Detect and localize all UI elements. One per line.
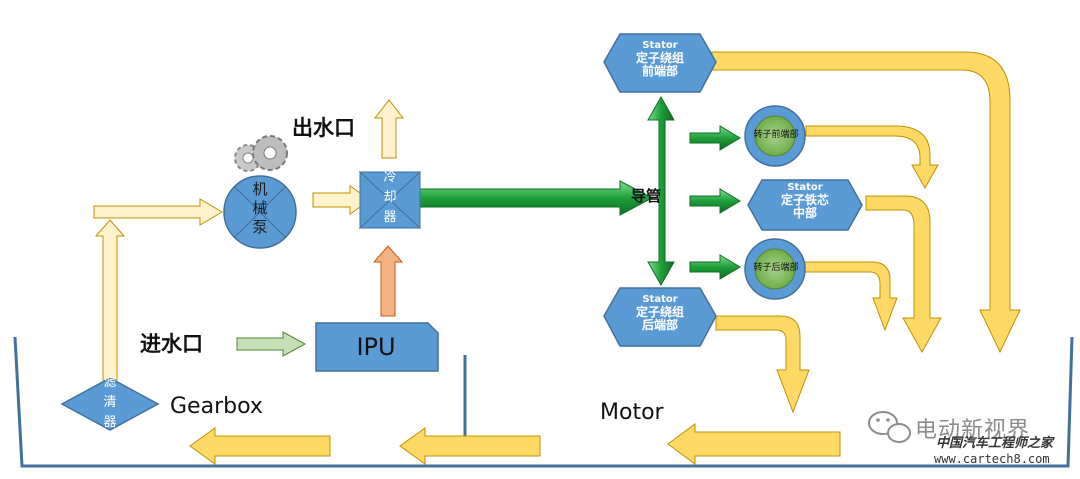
outflow-rotor-rear [804,261,898,332]
tank-outline [13,336,1074,468]
cooler [358,170,422,230]
watermark-brand: 电动新视界 [915,418,1031,443]
stator-front-label: Stator 定子绕组 前端部 [635,40,684,79]
outflow-stator-front [711,51,1021,354]
watermark-line2: www.cartech8.com [934,452,1050,466]
stator-front-hex [603,33,717,93]
motor-label: Motor [600,400,664,425]
ipu-to-cooler-arrow [372,245,404,317]
outlet-arrow [373,99,405,159]
mechanical-pump [223,175,297,249]
stator-rear-hex [603,287,717,347]
rotor-rear-label: 转子后端部 [753,263,799,273]
to-pump-arrow [93,198,223,226]
pump-label: 机 械 泵 [252,180,268,236]
filter-up-arrow [94,219,126,381]
outflow-stator-core [865,195,942,354]
ipu-box [315,322,439,372]
return-arrow-2 [399,427,541,465]
return-arrow-3 [667,423,841,465]
rotor-rear-node [744,238,806,300]
stator-core-label: Stator 定子铁芯 中部 [780,182,829,221]
wechat-icon [868,411,911,443]
watermark-line1: 中国汽车工程师之家 [936,436,1054,451]
outflow-rotor-front [805,125,939,190]
conduit-vertical-arrow [647,95,675,287]
cooler-label: 冷 却 器 [383,170,397,225]
branch-arrow-stator-core [689,188,741,214]
conduit-label: 导管 [630,187,661,205]
return-arrow-1 [189,427,331,465]
filter-diamond [60,377,160,431]
stator-core-hex [747,179,863,231]
inlet-arrow [236,331,307,357]
inlet-label: 进水口 [140,332,203,356]
outlet-label: 出水口 [292,116,355,140]
rotor-front-label: 转子前端部 [753,130,799,140]
stator-rear-label: Stator 定子绕组 后端部 [635,294,684,333]
branch-arrow-rotor-rear [689,254,741,280]
cooler-to-conduit-arrow [419,180,654,216]
filter-label: 滤 清 器 [103,375,117,430]
outflow-stator-rear [715,315,810,414]
rotor-front-node [744,105,806,167]
gearbox-label: Gearbox [170,394,263,419]
ipu-label: IPU [356,333,396,361]
branch-arrow-rotor-front [689,125,741,151]
gears-icon [234,135,288,172]
